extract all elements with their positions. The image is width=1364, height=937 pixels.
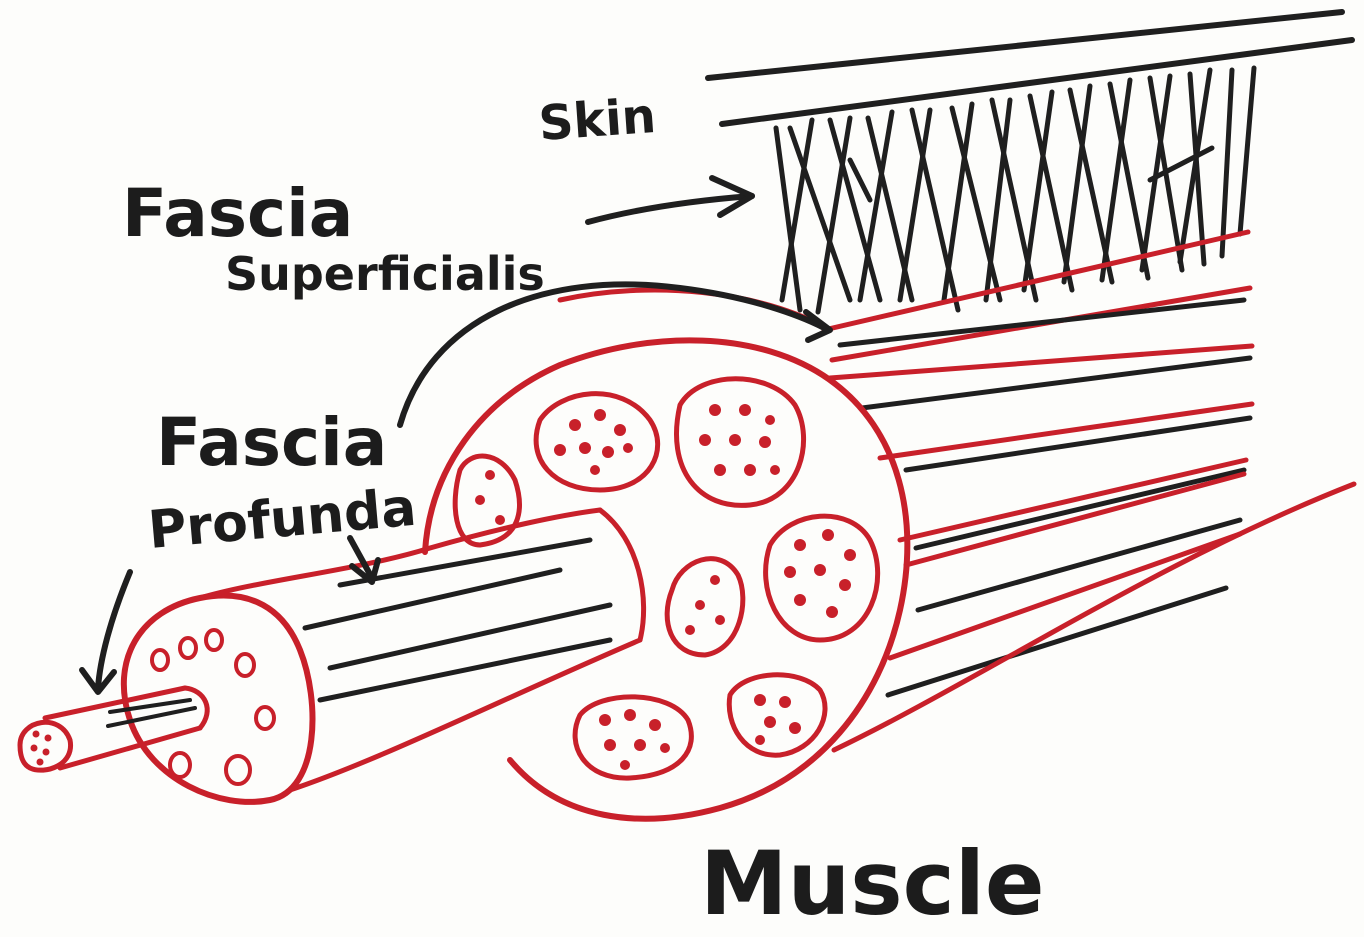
single-fiber [20,688,207,770]
skin-line-bottom [722,40,1352,124]
fiber-dots [31,731,52,766]
label-fascia-superficialis-line1: Fascia [122,175,353,252]
fiber-bottom-edge [60,728,200,768]
label-fascia-profunda-line2: Profunda [146,478,419,561]
label-fascia-profunda-line1: Fascia [156,404,387,481]
bundle-fiber-rings [152,630,274,784]
skin-line-top [708,12,1342,78]
fascicle-1 [536,394,658,490]
fascicle-6 [575,697,691,778]
fascicle-7 [729,675,825,755]
fascicle-4 [766,516,878,640]
arrow-profunda-curve [400,284,828,425]
label-muscle: Muscle [700,832,1045,935]
fiber-cross-section [20,722,71,770]
fascicle-5 [667,559,743,655]
bundle-end-cap [600,510,644,640]
label-skin: Skin [537,88,658,152]
label-fascia-superficialis-line2: Superficialis [225,247,545,301]
bundle-cross-section [124,596,313,802]
